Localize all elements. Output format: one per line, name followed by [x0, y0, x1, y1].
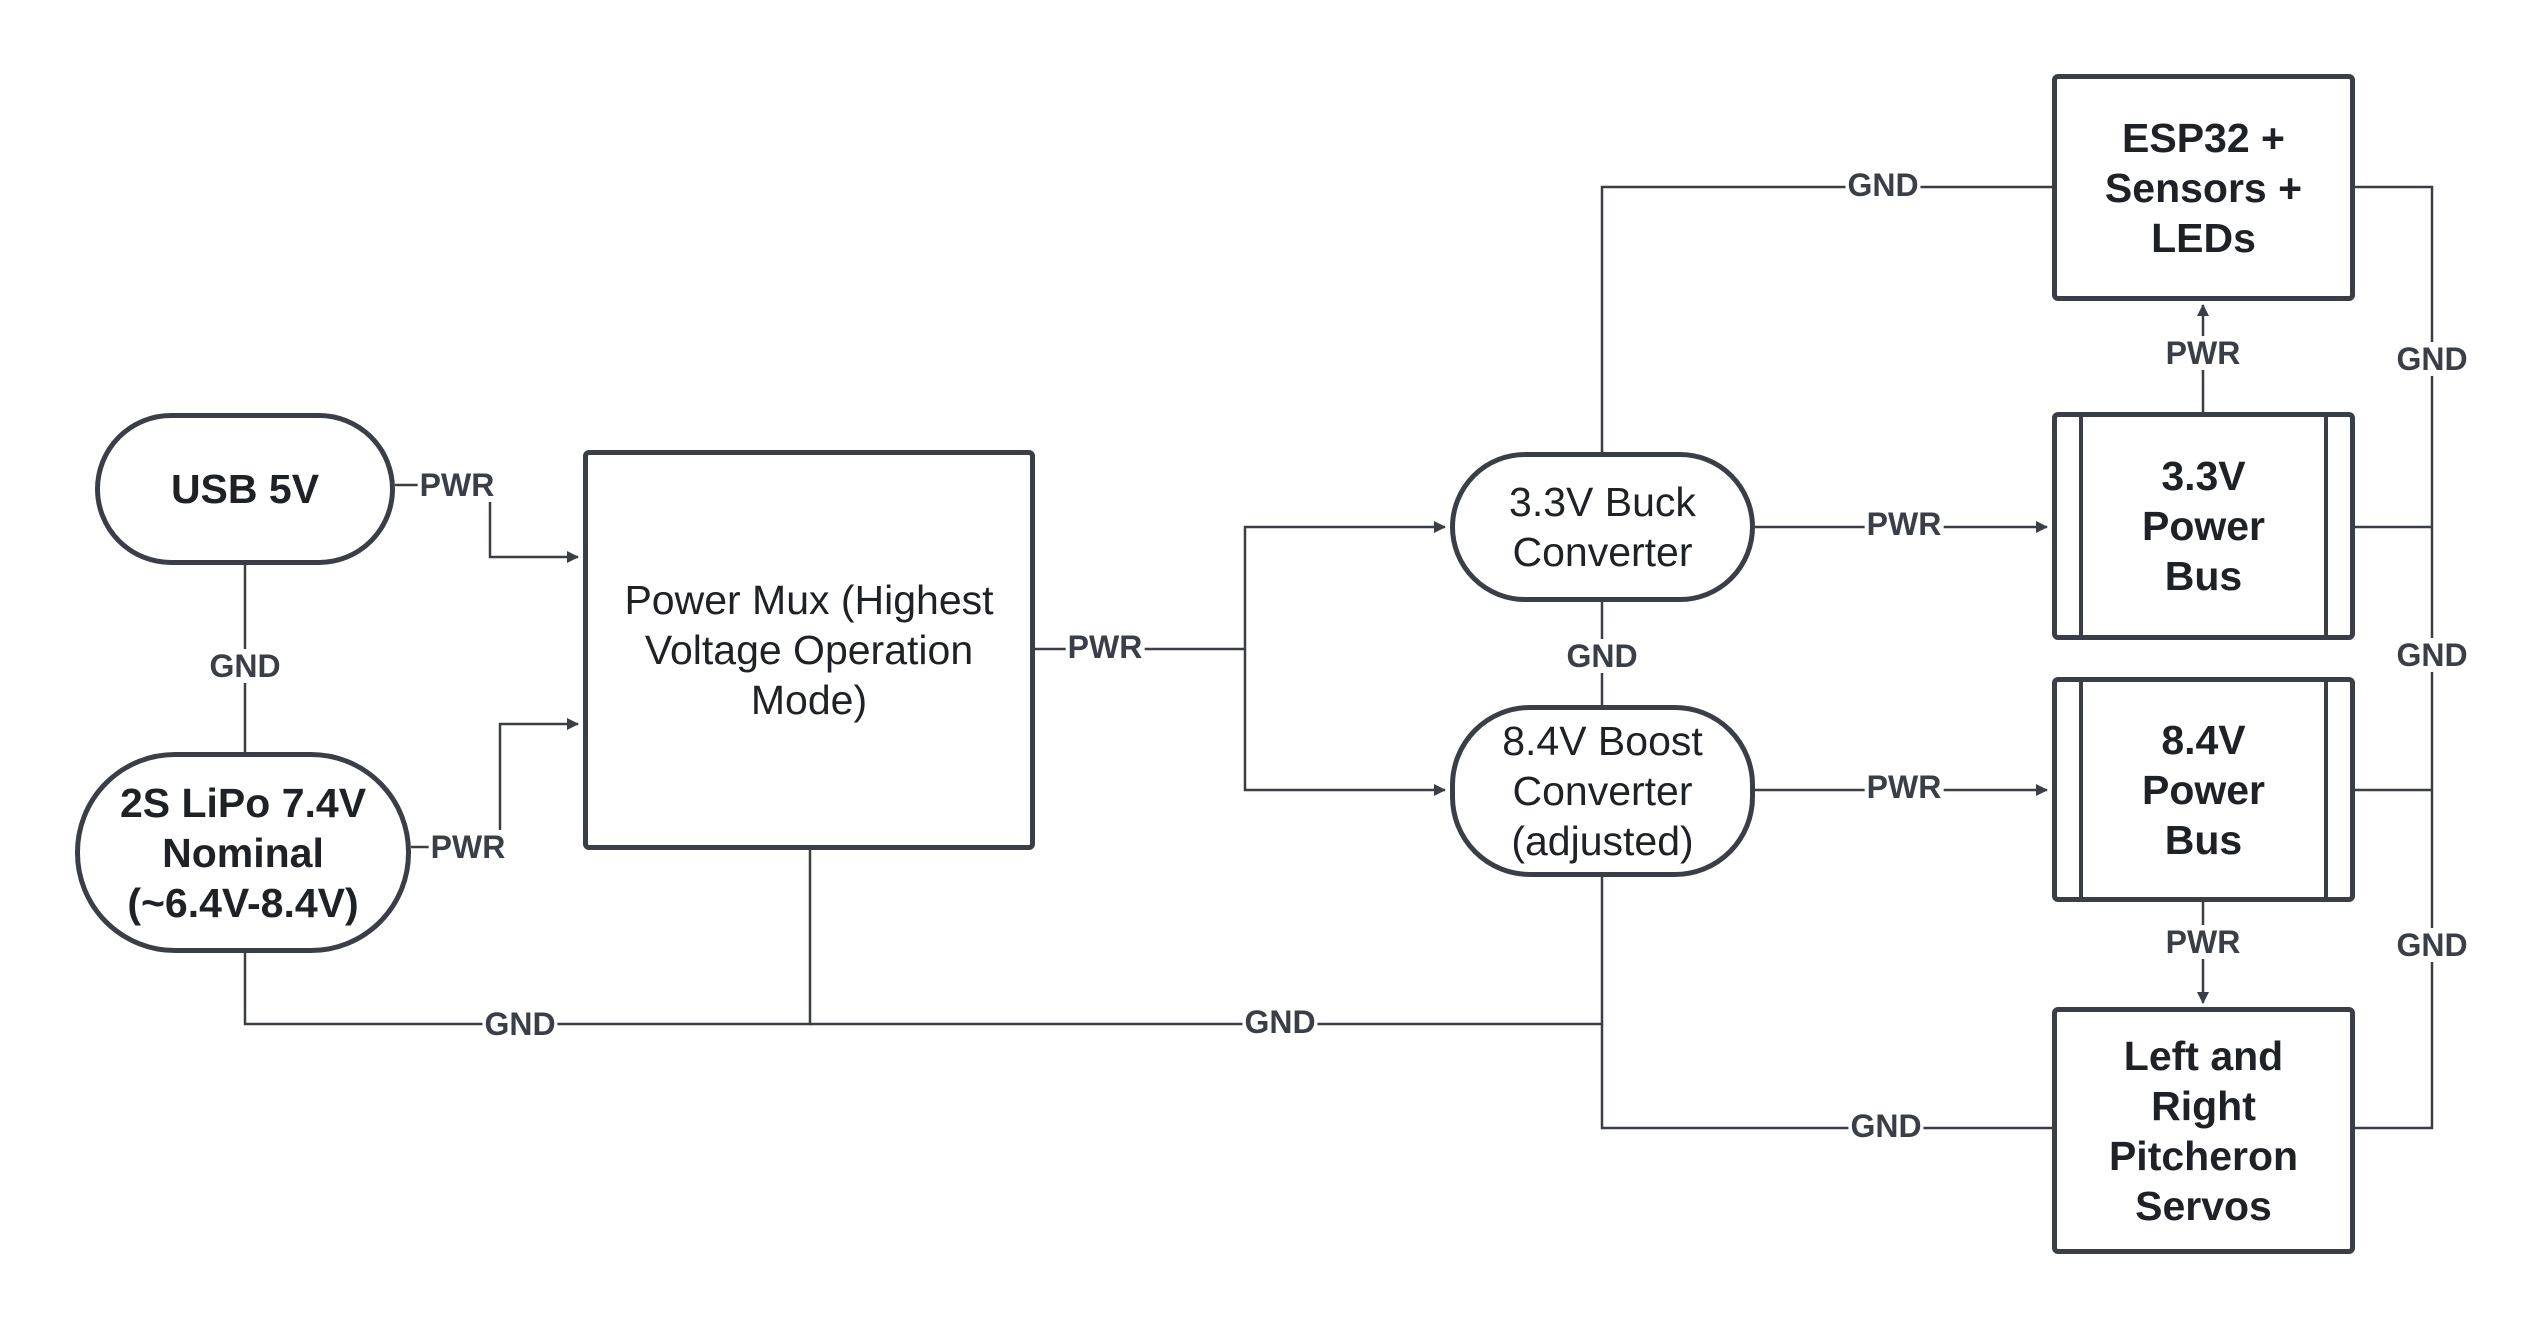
usb-lipo-gnd-label: GND — [207, 648, 283, 684]
lipo-label-line-3: (~6.4V-8.4V) — [127, 879, 359, 926]
boost-converter-node: 8.4V Boost Converter (adjusted) — [1450, 705, 1755, 877]
bus84-label-line-1: 8.4V — [2161, 716, 2246, 763]
lipo-label-line-1: 2S LiPo 7.4V — [119, 779, 367, 826]
usb-pwr-label: PWR — [417, 467, 497, 503]
servo-gnd-connector — [1600, 1024, 2052, 1130]
bus84-label-line-2: Power — [2141, 766, 2266, 813]
servos-label-line-2: Right — [2151, 1082, 2256, 1129]
esp32-label-line-2: Sensors + — [2104, 164, 2303, 211]
buck-converter-node: 3.3V Buck Converter — [1450, 452, 1755, 602]
mux-to-buck-connector — [1243, 521, 1446, 649]
power-bus-84v-node: 8.4V Power Bus — [2052, 677, 2355, 902]
esp32-label-line-1: ESP32 + — [2122, 114, 2285, 161]
mux-label-line-2: Voltage Operation — [644, 627, 974, 673]
lipo-battery-node: 2S LiPo 7.4V Nominal (~6.4V-8.4V) — [75, 752, 411, 953]
buck-pwr-label: PWR — [1864, 506, 1944, 542]
servos-label-line-3: Pitcheron — [2108, 1132, 2299, 1179]
power-bus-33v-node: 3.3V Power Bus — [2052, 412, 2355, 640]
bus33-label-line-3: Bus — [2164, 553, 2243, 599]
usb-5v-label: USB 5V — [170, 466, 320, 512]
lipo-pwr-label: PWR — [428, 829, 508, 865]
lipo-label-line-2: Nominal — [162, 829, 324, 876]
power-mux-node: Power Mux (Highest Voltage Operation Mod… — [583, 450, 1035, 850]
lipo-gnd-label: GND — [482, 1006, 558, 1042]
boost-label-line-2: Converter — [1512, 768, 1693, 814]
esp32-label-line-3: LEDs — [2151, 214, 2256, 261]
esp32-node: ESP32 + Sensors + LEDs — [2052, 74, 2355, 301]
boost-label-line-3: (adjusted) — [1511, 818, 1694, 864]
right-gnd-label-2: GND — [2394, 637, 2470, 673]
buck-boost-gnd-label: GND — [1564, 638, 1640, 674]
esp-gnd-label: GND — [1845, 167, 1921, 203]
mux-label-line-1: Power Mux (Highest — [624, 577, 994, 623]
bus33-label-line-2: Power — [2141, 503, 2266, 549]
mux-label-line-3: Mode) — [750, 677, 868, 723]
boost-label-line-1: 8.4V Boost — [1502, 718, 1703, 764]
bus33-label-line-1: 3.3V — [2161, 453, 2246, 499]
usb-5v-node: USB 5V — [95, 413, 395, 565]
mux-pwr-label: PWR — [1065, 629, 1145, 665]
mux-gnd-connector — [810, 877, 1604, 1026]
right-gnd-label-1: GND — [2394, 341, 2470, 377]
servos-label-line-4: Servos — [2135, 1182, 2272, 1229]
buck-label-line-2: Converter — [1512, 529, 1693, 575]
bus33-esp-pwr-label: PWR — [2163, 335, 2243, 371]
mux-to-boost-connector — [1243, 649, 1446, 796]
servo-gnd-label: GND — [1848, 1108, 1924, 1144]
right-gnd-label-3: GND — [2394, 927, 2470, 963]
bus84-servo-pwr-label: PWR — [2163, 924, 2243, 960]
servos-node: Left and Right Pitcheron Servos — [2052, 1007, 2355, 1254]
esp-gnd-connector — [1600, 185, 2052, 452]
mux-gnd-label: GND — [1242, 1004, 1318, 1040]
bus84-label-line-3: Bus — [2164, 816, 2243, 863]
boost-pwr-label: PWR — [1864, 769, 1944, 805]
servos-label-line-1: Left and — [2123, 1032, 2284, 1079]
buck-label-line-1: 3.3V Buck — [1509, 479, 1696, 525]
